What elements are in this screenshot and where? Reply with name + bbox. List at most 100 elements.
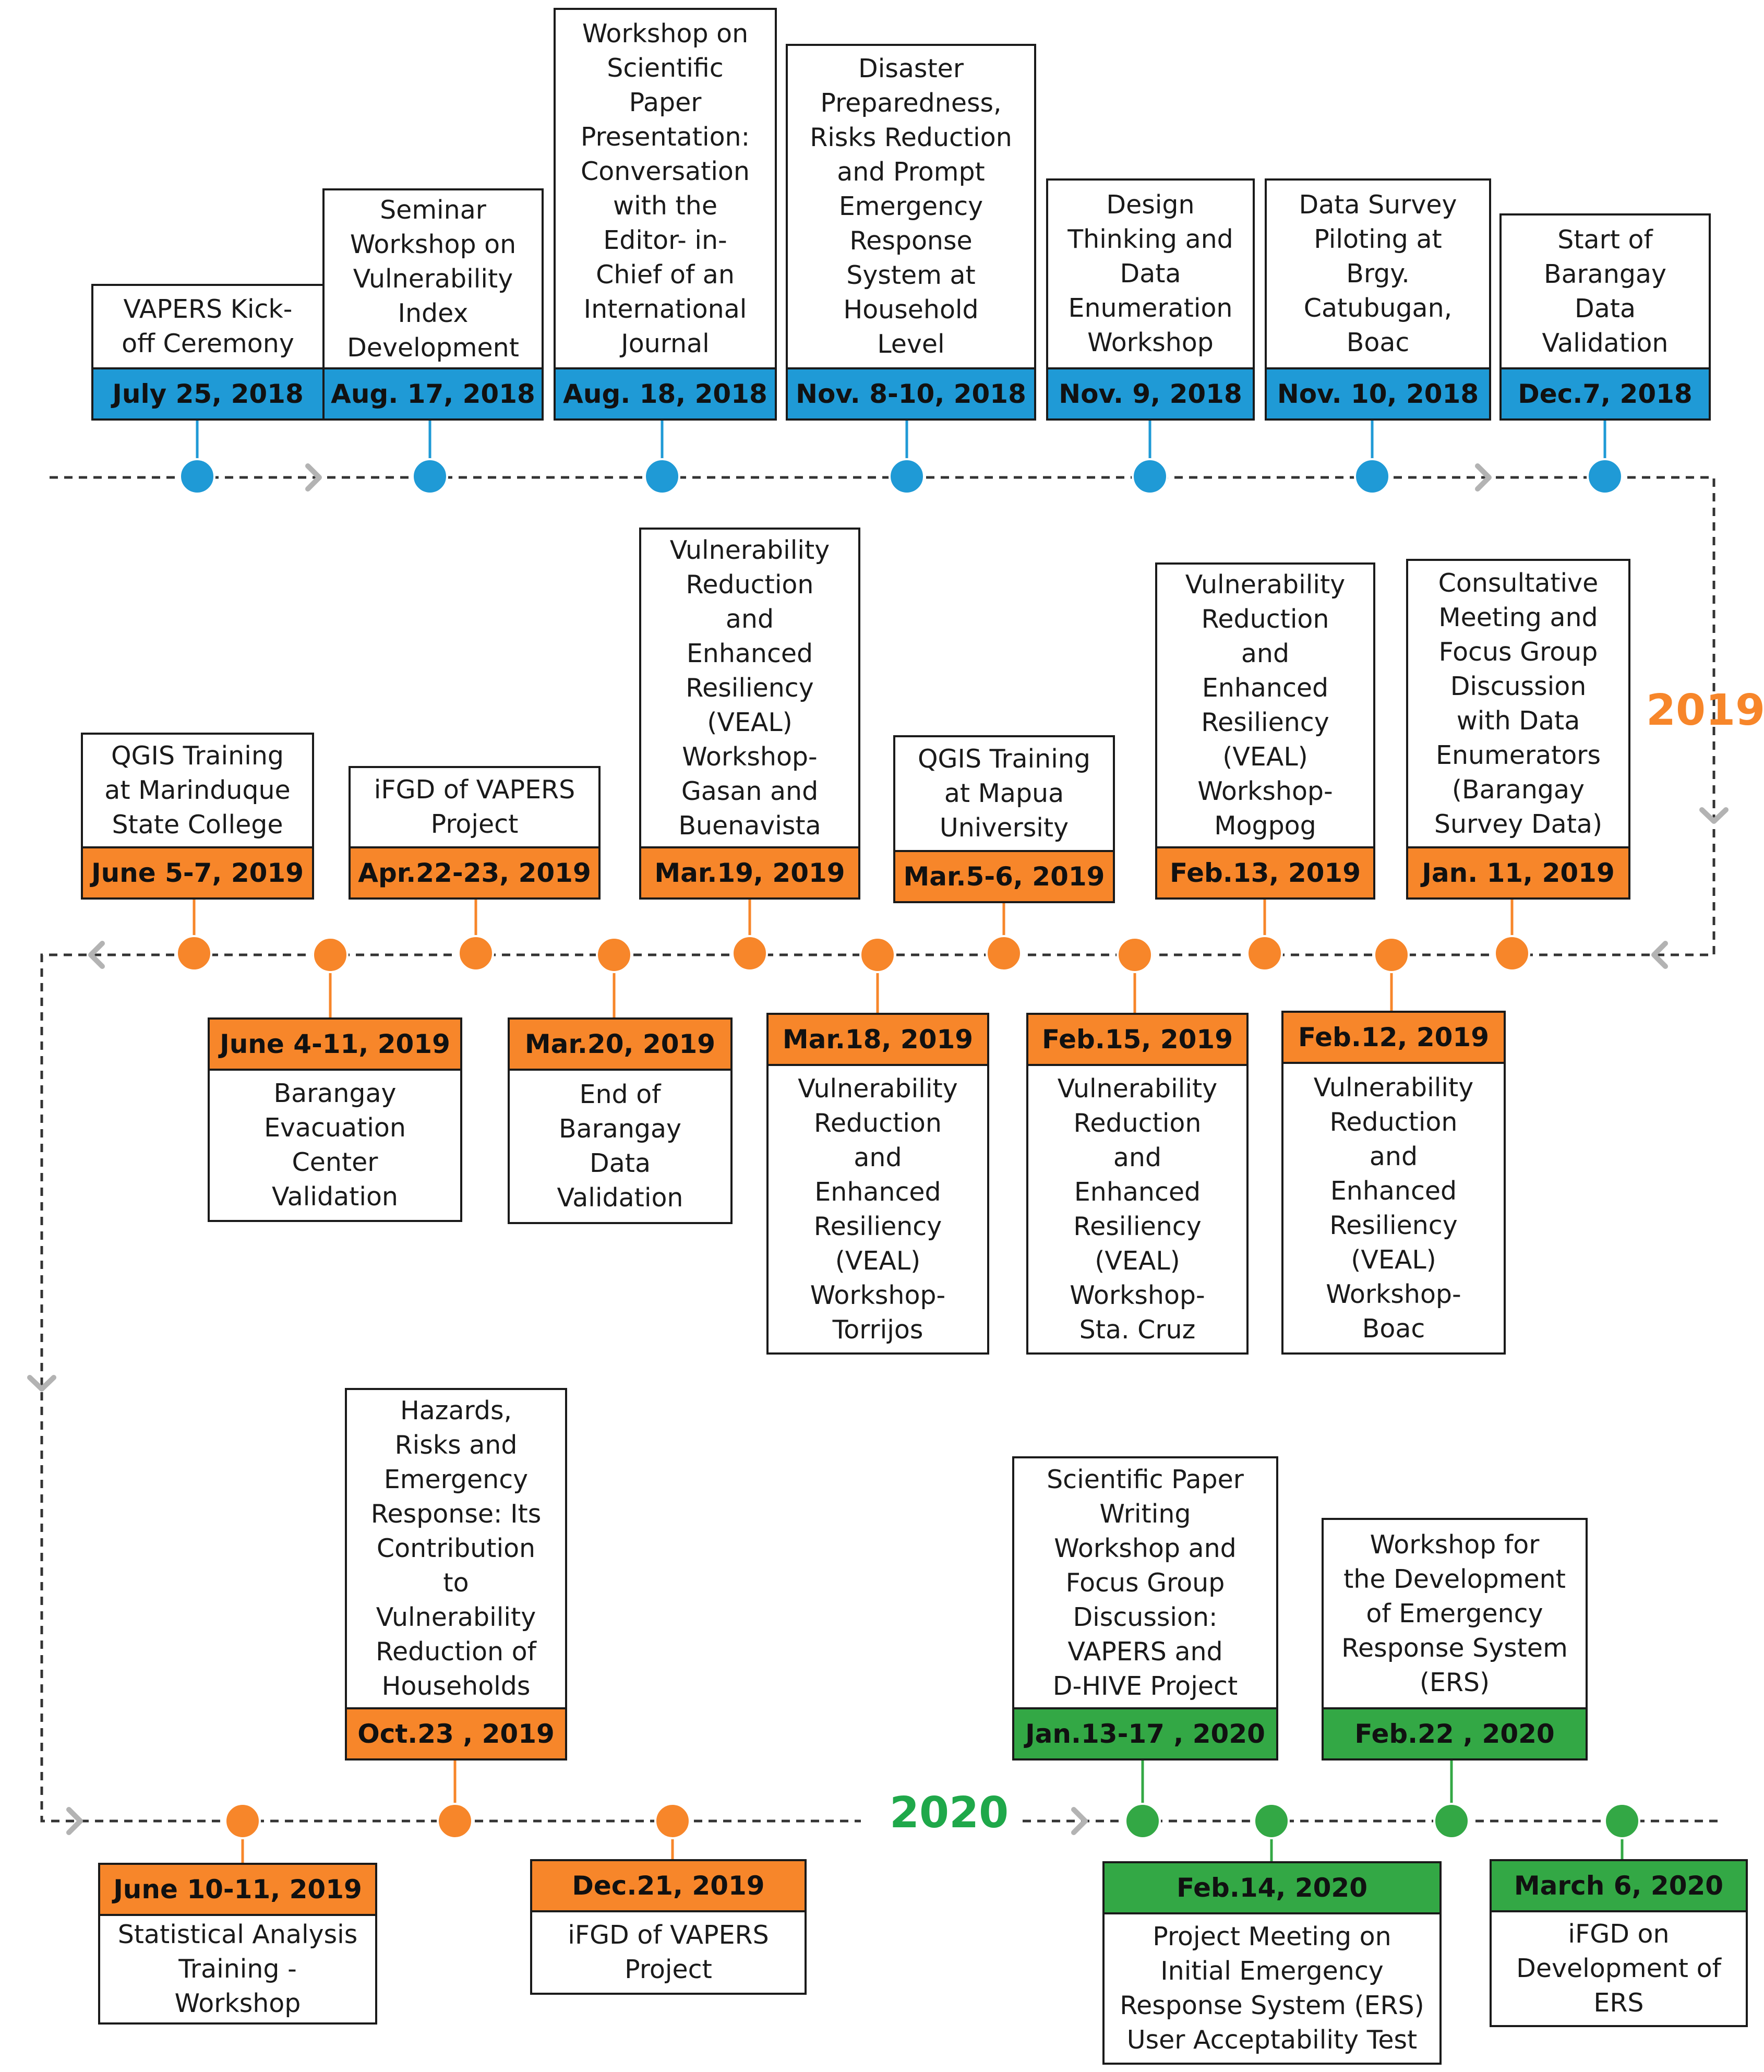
milestone-node [412, 458, 448, 495]
milestone-node [1253, 1803, 1290, 1839]
event-date: Aug. 17, 2018 [325, 367, 542, 418]
event-date: Nov. 8-10, 2018 [788, 367, 1034, 418]
event-card-r2t-3: QGIS Training at Mapua University Mar.5-… [893, 735, 1115, 903]
event-date: Oct.23 , 2019 [347, 1707, 565, 1758]
event-card-r2t-0: QGIS Training at Marinduque State Colleg… [81, 733, 314, 900]
event-description: Disaster Preparedness, Risks Reduction a… [810, 54, 1012, 359]
milestone-node [654, 1803, 691, 1839]
milestone-node [986, 935, 1022, 972]
milestone-node [1117, 937, 1153, 973]
milestone-node [179, 458, 215, 495]
event-date: June 4-11, 2019 [210, 1020, 460, 1071]
event-description: Start of Barangay Data Validation [1542, 224, 1669, 358]
event-date: Aug. 18, 2018 [556, 367, 775, 418]
milestone-node [1587, 458, 1623, 495]
event-date: Nov. 9, 2018 [1048, 367, 1253, 418]
event-card-r1-6: Start of Barangay Data Validation Dec.7,… [1499, 213, 1711, 421]
event-date: Feb.12, 2019 [1283, 1013, 1504, 1064]
chevron-left-icon [88, 941, 105, 969]
event-description: End of Barangay Data Validation [557, 1080, 683, 1213]
event-card-r3t-1: Scientific Paper Writing Workshop and Fo… [1012, 1456, 1278, 1760]
event-date: July 25, 2018 [93, 367, 322, 418]
event-description: Scientific Paper Writing Workshop and Fo… [1047, 1464, 1244, 1701]
event-card-r1-4: Design Thinking and Data Enumeration Wor… [1046, 178, 1255, 421]
event-date: Mar.19, 2019 [641, 846, 858, 897]
milestone-node [312, 937, 349, 973]
event-card-r3b-1: Dec.21, 2019 iFGD of VAPERS Project [530, 1859, 807, 1995]
event-date: Feb.14, 2020 [1105, 1863, 1439, 1914]
event-description: Seminar Workshop on Vulnerability Index … [347, 195, 519, 363]
milestone-node [1132, 458, 1168, 495]
milestone-node [1246, 935, 1283, 972]
event-description: Statistical Analysis Training - Workshop [117, 1920, 358, 2018]
event-date: Jan.13-17 , 2020 [1014, 1707, 1276, 1758]
event-description: Project Meeting on Initial Emergency Res… [1120, 1922, 1424, 2055]
event-description: QGIS Training at Mapua University [917, 744, 1090, 843]
milestone-node [1433, 1803, 1470, 1839]
event-date: Feb.22 , 2020 [1324, 1707, 1586, 1758]
event-date: Apr.22-23, 2019 [351, 846, 598, 897]
milestone-node [889, 458, 925, 495]
milestone-node [437, 1803, 473, 1839]
event-description: Hazards, Risks and Emergency Response: I… [370, 1396, 542, 1701]
event-card-r3t-0: Hazards, Risks and Emergency Response: I… [345, 1388, 567, 1760]
event-date: June 5-7, 2019 [83, 846, 312, 897]
event-card-r1-2: Workshop on Scientific Paper Presentatio… [554, 8, 777, 421]
milestone-node [1124, 1803, 1161, 1839]
event-card-r3t-2: Workshop for the Development of Emergenc… [1322, 1518, 1588, 1760]
event-description: Workshop on Scientific Paper Presentatio… [580, 18, 750, 358]
chevron-right-icon [66, 1807, 83, 1835]
event-card-r3b-3: March 6, 2020 iFGD on Development of ERS [1490, 1859, 1748, 2027]
year-label-2020: 2020 [890, 1788, 1009, 1838]
milestone-node [224, 1803, 261, 1839]
event-description: Vulnerability Reduction and Enhanced Res… [1313, 1072, 1474, 1344]
milestone-node [731, 935, 768, 972]
event-description: Consultative Meeting and Focus Group Dis… [1434, 568, 1603, 839]
event-card-r2t-4: Vulnerability Reduction and Enhanced Res… [1155, 562, 1375, 900]
event-date: Mar.5-6, 2019 [895, 850, 1113, 901]
event-card-r2t-1: iFGD of VAPERS Project Apr.22-23, 2019 [349, 766, 601, 900]
event-description: VAPERS Kick- off Ceremony [122, 294, 294, 358]
event-date: June 10-11, 2019 [100, 1865, 375, 1916]
milestone-node [176, 935, 212, 972]
milestone-node [644, 458, 680, 495]
event-card-r2b-3: Feb.15, 2019 Vulnerability Reduction and… [1026, 1013, 1249, 1355]
event-card-r3b-2: Feb.14, 2020 Project Meeting on Initial … [1102, 1861, 1442, 2065]
event-card-r2b-4: Feb.12, 2019 Vulnerability Reduction and… [1281, 1011, 1506, 1355]
event-card-r2t-5: Consultative Meeting and Focus Group Dis… [1406, 559, 1630, 900]
chevron-down-icon [1699, 807, 1729, 824]
event-date: Mar.20, 2019 [510, 1020, 730, 1071]
milestone-node [1494, 935, 1530, 972]
chevron-right-icon [1475, 463, 1492, 492]
event-description: iFGD of VAPERS Project [568, 1920, 769, 1984]
event-date: Jan. 11, 2019 [1408, 846, 1628, 897]
event-card-r1-3: Disaster Preparedness, Risks Reduction a… [786, 44, 1036, 421]
milestone-node [1354, 458, 1390, 495]
event-card-r1-0: VAPERS Kick- off Ceremony July 25, 2018 [91, 284, 325, 421]
event-description: QGIS Training at Marinduque State Colleg… [104, 741, 291, 840]
event-date: March 6, 2020 [1492, 1861, 1746, 1912]
event-date: Mar.18, 2019 [769, 1015, 987, 1066]
event-card-r2b-0: June 4-11, 2019 Barangay Evacuation Cent… [208, 1017, 462, 1222]
event-date: Nov. 10, 2018 [1267, 367, 1489, 418]
event-description: Data Survey Piloting at Brgy. Catubugan,… [1299, 190, 1457, 357]
event-description: Barangay Evacuation Center Validation [264, 1079, 406, 1212]
milestone-node [1604, 1803, 1640, 1839]
event-description: iFGD on Development of ERS [1516, 1919, 1721, 2018]
event-description: Vulnerability Reduction and Enhanced Res… [798, 1073, 958, 1345]
milestone-node [859, 937, 896, 973]
event-description: Vulnerability Reduction and Enhanced Res… [1185, 570, 1346, 841]
year-label-2019: 2019 [1646, 686, 1764, 735]
milestone-node [1373, 937, 1410, 973]
event-date: Dec.7, 2018 [1502, 367, 1709, 418]
event-card-r2b-2: Mar.18, 2019 Vulnerability Reduction and… [766, 1013, 989, 1355]
chevron-right-icon [305, 463, 322, 492]
event-description: Vulnerability Reduction and Enhanced Res… [669, 535, 830, 841]
event-description: Workshop for the Development of Emergenc… [1341, 1529, 1568, 1697]
chevron-right-icon [1071, 1807, 1088, 1835]
milestone-node [596, 937, 632, 973]
chevron-down-icon [27, 1375, 56, 1392]
event-date: Feb.15, 2019 [1028, 1015, 1246, 1066]
event-card-r3b-0: June 10-11, 2019 Statistical Analysis Tr… [98, 1863, 377, 2025]
